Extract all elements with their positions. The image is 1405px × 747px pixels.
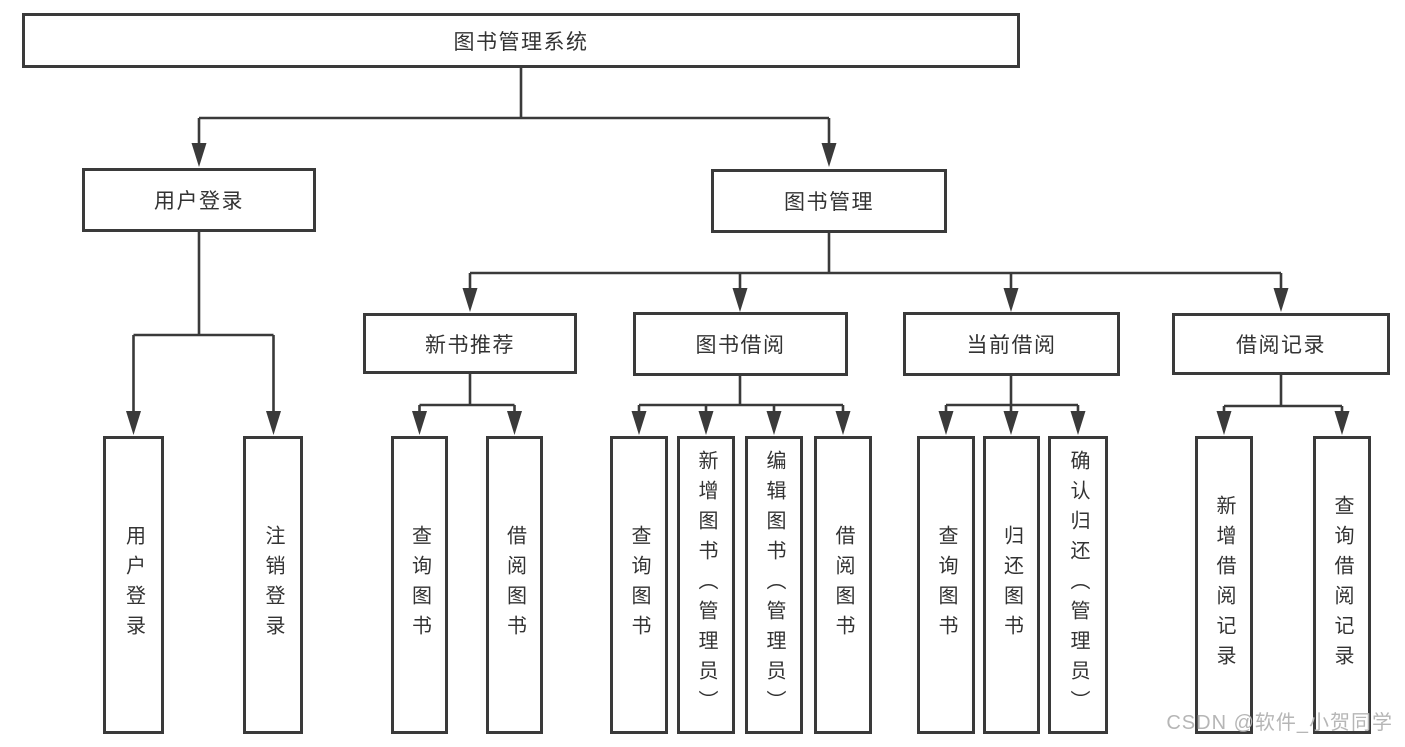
arrow-icon (1334, 411, 1350, 435)
node-borrow-records: 借阅记录 (1172, 313, 1390, 375)
arrowheads (126, 143, 1350, 435)
arrow-icon (126, 411, 141, 435)
arrow-icon (766, 411, 782, 435)
arrow-icon (821, 143, 837, 167)
leaf-user-login: 用户登录 (103, 436, 164, 734)
arrow-icon (698, 411, 714, 435)
node-user-login: 用户登录 (82, 168, 316, 232)
arrow-icon (1216, 411, 1232, 435)
arrow-icon (1273, 288, 1289, 312)
node-current-borrow: 当前借阅 (903, 312, 1120, 376)
node-book-management: 图书管理 (711, 169, 947, 233)
node-book-borrow: 图书借阅 (633, 312, 848, 376)
arrow-icon (412, 411, 427, 435)
node-new-book-recommend: 新书推荐 (363, 313, 577, 374)
arrow-icon (631, 411, 647, 435)
leaf-query-borrow-record: 查询借阅记录 (1313, 436, 1371, 734)
arrow-icon (462, 288, 478, 312)
arrow-icon (266, 411, 281, 435)
leaf-confirm-return-admin: 确认归还（管理员） (1048, 436, 1108, 734)
arrow-icon (732, 288, 748, 312)
leaf-borrow-books-recommend: 借阅图书 (486, 436, 543, 734)
leaf-add-borrow-record: 新增借阅记录 (1195, 436, 1253, 734)
arrow-icon (938, 411, 954, 435)
node-root-library-system: 图书管理系统 (22, 13, 1020, 68)
tree-edges (132, 68, 1344, 418)
leaf-add-book-admin: 新增图书（管理员） (677, 436, 735, 734)
arrow-icon (1003, 288, 1019, 312)
leaf-query-books-borrow: 查询图书 (610, 436, 668, 734)
leaf-return-book: 归还图书 (983, 436, 1040, 734)
arrow-icon (191, 143, 207, 167)
leaf-query-books-recommend: 查询图书 (391, 436, 448, 734)
arrow-icon (1070, 411, 1086, 435)
leaf-edit-book-admin: 编辑图书（管理员） (745, 436, 803, 734)
leaf-borrow-books: 借阅图书 (814, 436, 872, 734)
leaf-query-books-current: 查询图书 (917, 436, 975, 734)
arrow-icon (507, 411, 522, 435)
csdn-watermark: CSDN @软件_小贺同学 (1166, 712, 1393, 734)
arrow-icon (835, 411, 851, 435)
arrow-icon (1003, 411, 1019, 435)
leaf-logout: 注销登录 (243, 436, 303, 734)
